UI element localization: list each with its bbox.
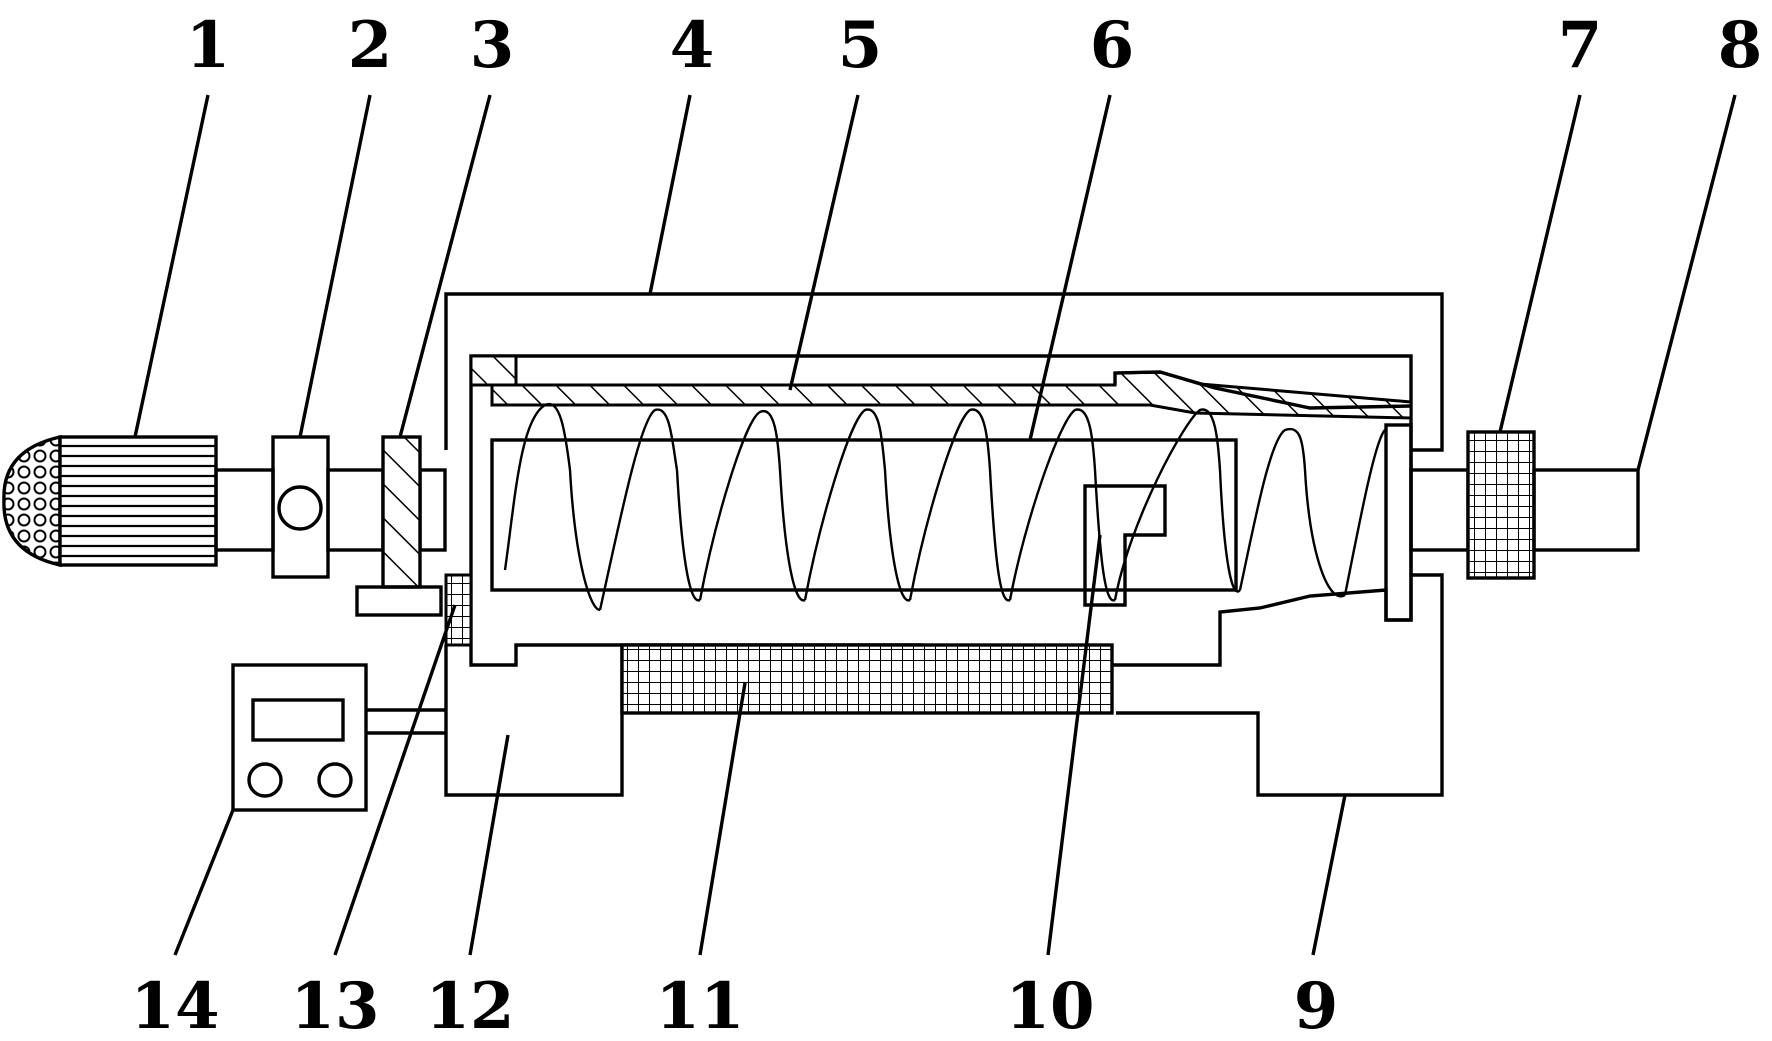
conveyor-end-plate bbox=[1384, 423, 1413, 622]
output-drive bbox=[1409, 430, 1640, 580]
control-box bbox=[231, 663, 446, 812]
label-8: 8 bbox=[1718, 8, 1763, 83]
bearing-block bbox=[355, 435, 443, 617]
labels: 1 2 3 4 5 6 7 8 9 10 11 12 13 14 bbox=[130, 8, 1762, 1041]
label-2: 2 bbox=[348, 8, 393, 83]
leader-lines bbox=[133, 94, 1737, 956]
bowl bbox=[469, 354, 1413, 667]
motor bbox=[2, 434, 218, 568]
screw-flight-lower bbox=[568, 469, 1346, 612]
motor-body bbox=[58, 435, 218, 567]
bowl-hatch-top bbox=[490, 370, 1413, 420]
label-10: 10 bbox=[1005, 969, 1094, 1041]
gearbox bbox=[1466, 430, 1536, 580]
label-3: 3 bbox=[470, 8, 515, 83]
bearing-base bbox=[355, 585, 443, 617]
label-7: 7 bbox=[1558, 8, 1603, 83]
end-housing bbox=[1532, 468, 1640, 552]
label-6: 6 bbox=[1090, 8, 1135, 83]
label-9: 9 bbox=[1294, 969, 1339, 1041]
screw-conveyor bbox=[490, 402, 1413, 622]
label-4: 4 bbox=[670, 8, 715, 83]
seal-mesh bbox=[444, 573, 473, 647]
feed-pipe bbox=[1083, 484, 1167, 607]
motor-fins bbox=[60, 444, 216, 558]
label-14: 14 bbox=[130, 969, 219, 1041]
motor-dome bbox=[2, 434, 62, 568]
filter-mesh bbox=[620, 643, 1114, 715]
bearing-post bbox=[381, 435, 422, 589]
label-1: 1 bbox=[186, 8, 231, 83]
label-5: 5 bbox=[838, 8, 883, 83]
screw-flight bbox=[503, 402, 1386, 611]
label-12: 12 bbox=[425, 969, 514, 1041]
label-13: 13 bbox=[290, 969, 379, 1041]
bowl-corner-hatch bbox=[469, 354, 518, 387]
housing bbox=[444, 292, 1444, 797]
coupling bbox=[271, 435, 330, 579]
conveyor-hub bbox=[490, 438, 1238, 592]
label-11: 11 bbox=[655, 969, 744, 1041]
